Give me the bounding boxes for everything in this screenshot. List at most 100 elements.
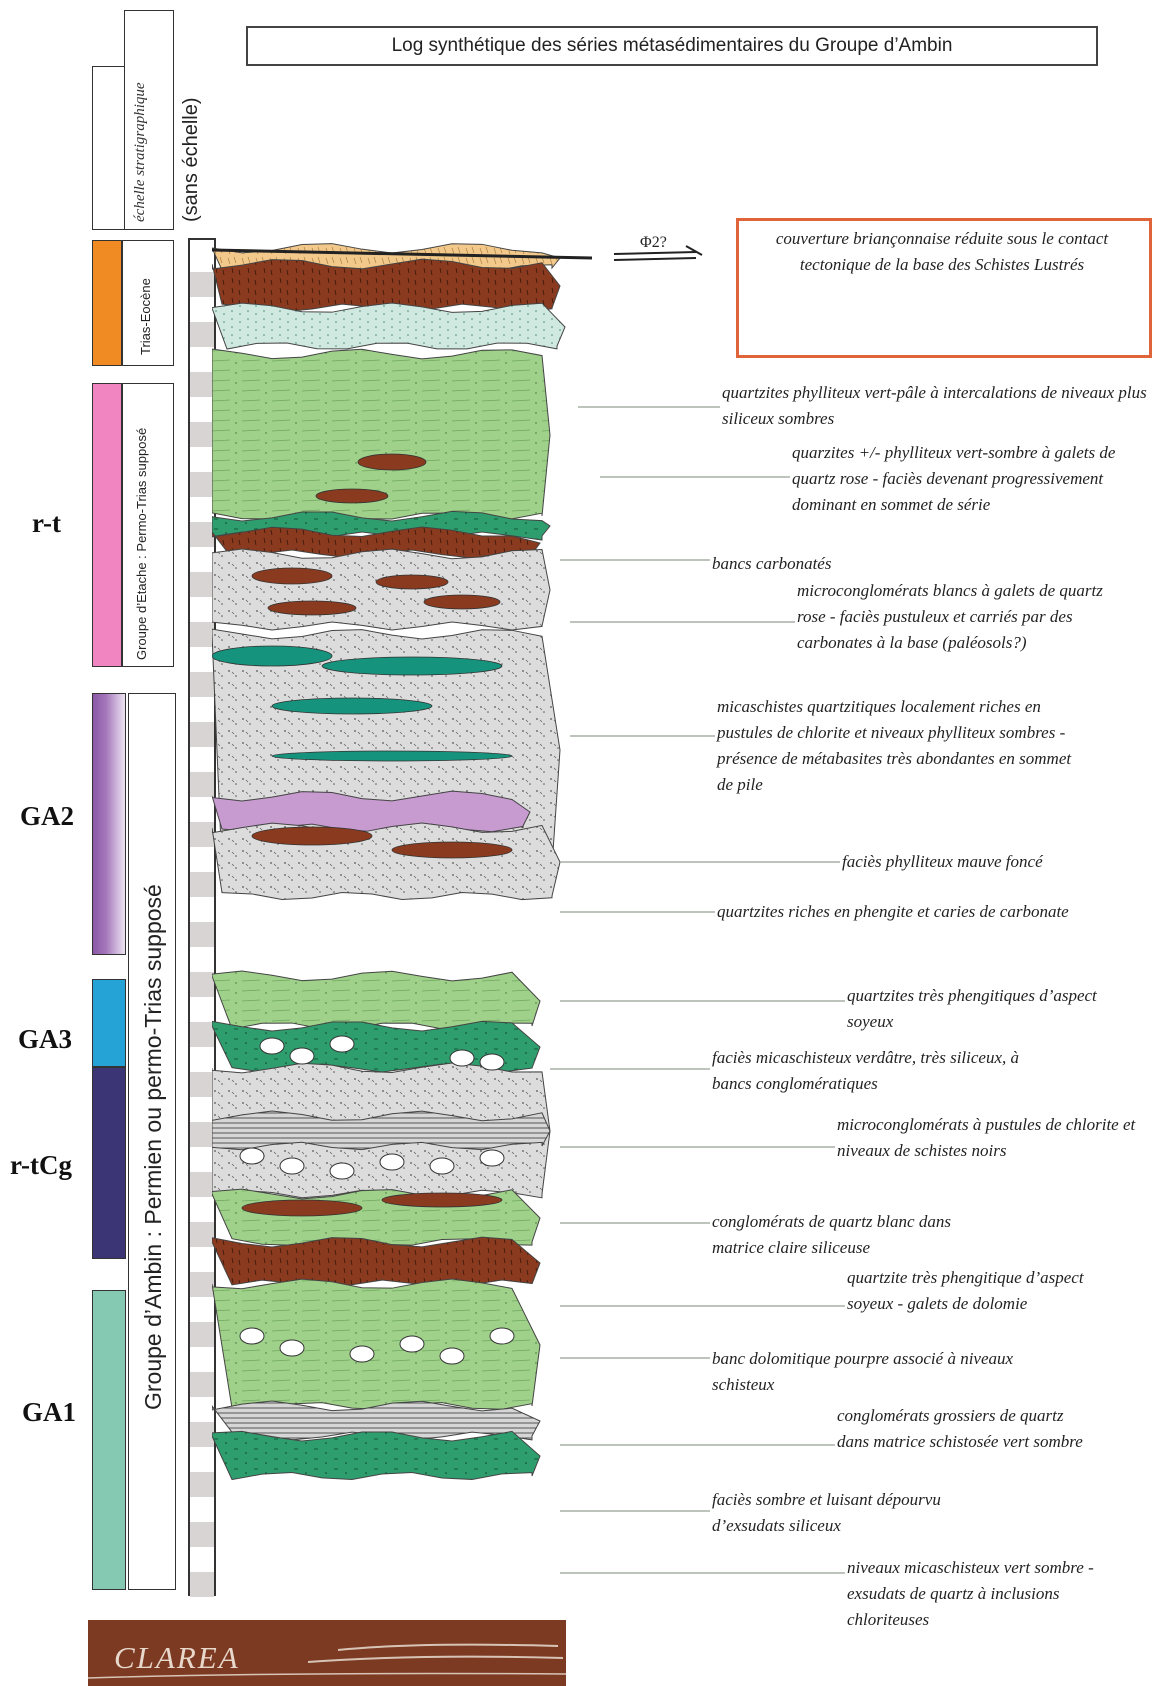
ruler-segment <box>190 822 214 847</box>
ruler-segment <box>190 1472 214 1497</box>
ruler-segment <box>190 1222 214 1247</box>
quartz-pebble <box>240 1328 264 1344</box>
unit-label-ga1: GA1 <box>22 1397 76 1428</box>
ruler-segment <box>190 1172 214 1197</box>
unit-label-rt: r-t <box>32 508 61 539</box>
desc-conglomerats-quartz-blanc: conglomérats de quartz blanc dans matric… <box>712 1209 992 1261</box>
ruler-segment <box>190 422 214 447</box>
tectonic-label: Φ2? <box>640 234 667 252</box>
quartz-pebble <box>480 1150 504 1166</box>
desc-quartzites-vert-pale: quartzites phylliteux vert-pâle à interc… <box>722 380 1162 432</box>
lithology-column <box>212 236 632 1616</box>
desc-quartzites-phengite: quartzites riches en phengite et caries … <box>717 899 1097 925</box>
ruler-segment <box>190 972 214 997</box>
ruler-segment <box>190 1322 214 1347</box>
quartz-pebble <box>240 1148 264 1164</box>
rock-lens <box>268 601 356 615</box>
rock-lens <box>392 842 512 858</box>
ruler-segment <box>190 722 214 747</box>
rock-lens <box>252 827 372 845</box>
desc-bancs-carbonates: bancs carbonatés <box>712 551 912 577</box>
ga2-bar <box>92 693 126 955</box>
desc-quartzites-soyeux: quartzites très phengitiques d’aspect so… <box>847 983 1107 1035</box>
quartz-pebble <box>260 1038 284 1054</box>
ruler-segment <box>190 572 214 597</box>
ruler-segment <box>190 672 214 697</box>
quartz-pebble <box>280 1158 304 1174</box>
ruler-segment <box>190 1372 214 1397</box>
layer-soyeux <box>212 971 540 1029</box>
desc-quarzites-vert-sombre: quarzites +/- phylliteux vert-sombre à g… <box>792 440 1122 518</box>
ruler-segment <box>190 922 214 947</box>
layer-pale-teal <box>212 303 565 349</box>
rtcg-bar <box>92 1067 126 1259</box>
desc-facies-sombre: faciès sombre et luisant dépourvu d’exsu… <box>712 1487 1012 1539</box>
log-title: Log synthétique des séries métasédimenta… <box>246 26 1098 66</box>
quartz-pebble <box>290 1048 314 1064</box>
desc-banc-dolomitique: banc dolomitique pourpre associé à nivea… <box>712 1346 1042 1398</box>
quartz-pebble <box>280 1340 304 1356</box>
desc-niveaux-micaschisteux: niveaux micaschisteux vert sombre - exsu… <box>847 1555 1127 1633</box>
quartz-pebble <box>480 1054 504 1070</box>
trias-eocene-label: Trias-Eocène <box>138 278 153 355</box>
ga3-bar <box>92 979 126 1067</box>
rock-lens <box>272 698 432 714</box>
ruler-segment <box>190 322 214 347</box>
desc-mauve-fonce: faciès phylliteux mauve foncé <box>842 849 1142 875</box>
clarea-basement: CLAREA <box>88 1620 566 1686</box>
quartz-pebble <box>450 1050 474 1066</box>
desc-micaschistes-quartzitiques: micaschistes quartzitiques localement ri… <box>717 694 1087 798</box>
ga1-bar <box>92 1290 126 1590</box>
layer-microconglomerate <box>212 549 550 630</box>
rock-lens <box>316 489 388 503</box>
layer-base-micaschist <box>212 1431 540 1479</box>
rock-lens <box>252 568 332 584</box>
desc-conglomerats-grossiers: conglomérats grossiers de quartz dans ma… <box>837 1403 1087 1455</box>
desc-microconglomerats-blancs: microconglomérats blancs à galets de qua… <box>797 578 1117 656</box>
desc-quartzite-dolomie: quartzite très phengitique d’aspect soye… <box>847 1265 1107 1317</box>
rock-lens <box>242 1200 362 1216</box>
rock-lens <box>358 454 426 470</box>
clarea-label: CLAREA <box>114 1640 240 1676</box>
ruler-segment <box>190 1072 214 1097</box>
ruler-segment <box>190 472 214 497</box>
ruler-segment <box>190 1572 214 1597</box>
desc-microconglomerats-chlorite: microconglomérats à pustules de chlorite… <box>837 1112 1137 1164</box>
ruler-segment <box>190 1122 214 1147</box>
etache-label: Groupe d’Etache : Permo-Trias supposé <box>134 390 150 660</box>
desc-couverture: couverture briançonnaise réduite sous le… <box>752 226 1132 278</box>
ruler-segment <box>190 622 214 647</box>
ruler-segment <box>190 1422 214 1447</box>
etache-bar <box>92 383 122 667</box>
ruler-segment <box>190 1272 214 1297</box>
quartz-pebble <box>490 1328 514 1344</box>
rock-lens <box>424 595 500 609</box>
quartz-pebble <box>350 1346 374 1362</box>
unit-label-rtcg: r-tCg <box>10 1150 72 1181</box>
quartz-pebble <box>440 1348 464 1364</box>
unit-label-ga3: GA3 <box>18 1024 72 1055</box>
quartz-pebble <box>330 1036 354 1052</box>
rock-lens <box>376 575 448 589</box>
ruler-segment <box>190 1522 214 1547</box>
ambin-label: Groupe d’Ambin : Permien ou permo-Trias … <box>140 884 167 1410</box>
unit-label-ga2: GA2 <box>20 801 74 832</box>
layer-dolomite <box>212 1237 540 1288</box>
ruler-segment <box>190 272 214 297</box>
rock-lens <box>272 751 512 761</box>
ruler-segment <box>190 1022 214 1047</box>
ruler-segment <box>190 522 214 547</box>
quartz-pebble <box>330 1163 354 1179</box>
quartz-pebble <box>400 1336 424 1352</box>
ruler-segment <box>190 872 214 897</box>
quartz-pebble <box>430 1158 454 1174</box>
ruler-segment <box>190 772 214 797</box>
ruler-segment <box>190 372 214 397</box>
scale-label: échelle stratigraphique <box>132 82 149 222</box>
rock-lens <box>322 657 502 675</box>
quartz-pebble <box>380 1154 404 1170</box>
desc-micaschisteux-verdatre: faciès micaschisteux verdâtre, très sili… <box>712 1045 1052 1097</box>
trias-eocene-bar <box>92 240 122 366</box>
rock-lens <box>212 646 332 666</box>
